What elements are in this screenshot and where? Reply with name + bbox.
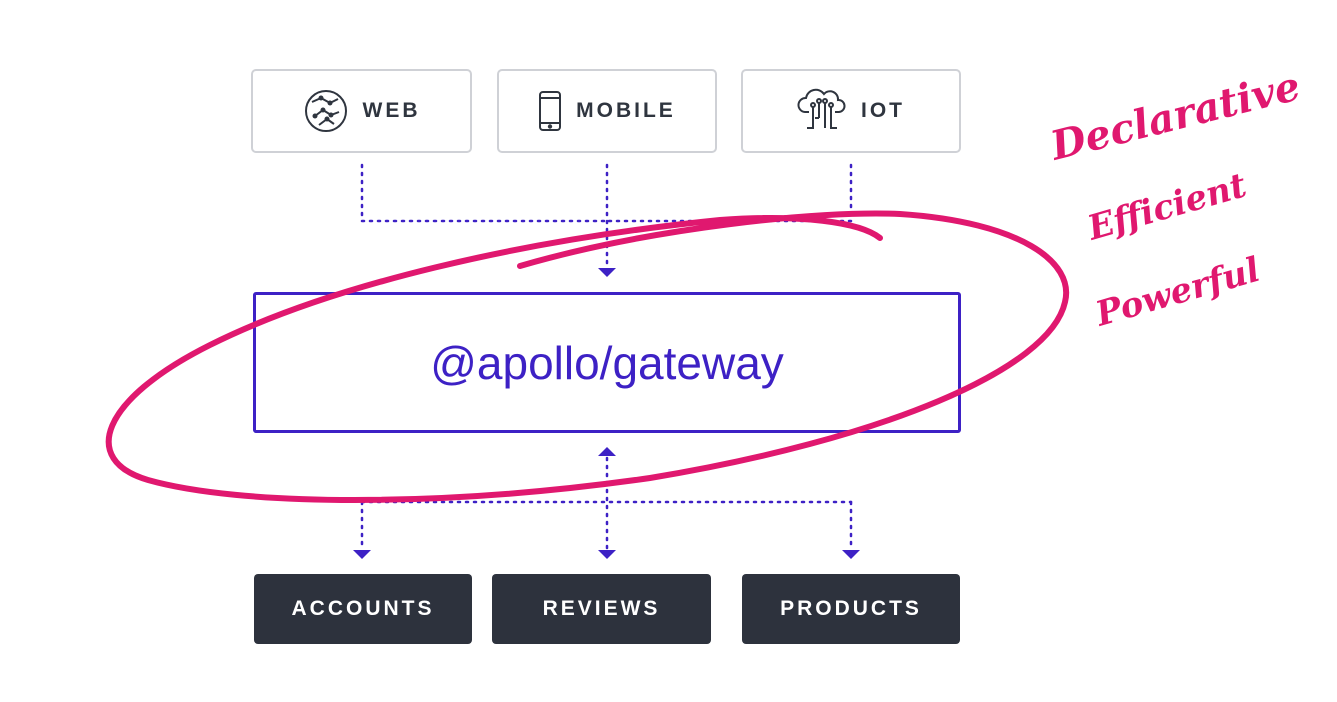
client-iot-label: IOT [861,99,905,122]
connector-web [360,163,609,223]
gateway-box: @apollo/gateway [253,292,961,433]
annotation-line-3: Powerful [1090,250,1264,335]
service-accounts: ACCOUNTS [254,574,472,644]
annotation-line-1: Declarative [1045,62,1305,170]
client-web: WEB [251,69,472,153]
service-products: PRODUCTS [742,574,960,644]
mobile-phone-icon [538,90,562,132]
arrow-into-gateway [598,268,616,277]
service-products-label: PRODUCTS [780,597,922,620]
arrow-products [842,550,860,559]
client-iot: IOT [741,69,961,153]
annotation-line-2: Efficient [1082,165,1251,249]
service-accounts-label: ACCOUNTS [291,597,435,620]
service-reviews: REVIEWS [492,574,711,644]
highlight-ellipse [105,210,1070,503]
cloud-circuit-icon [797,88,847,134]
client-web-label: WEB [362,99,421,122]
client-mobile: MOBILE [497,69,717,153]
arrow-accounts [353,550,371,559]
globe-icon [303,88,349,134]
service-reviews-label: REVIEWS [542,597,661,620]
arrow-reviews [598,550,616,559]
client-mobile-label: MOBILE [576,99,676,122]
gateway-label: @apollo/gateway [430,336,784,389]
arrow-out-of-gateway [598,447,616,456]
